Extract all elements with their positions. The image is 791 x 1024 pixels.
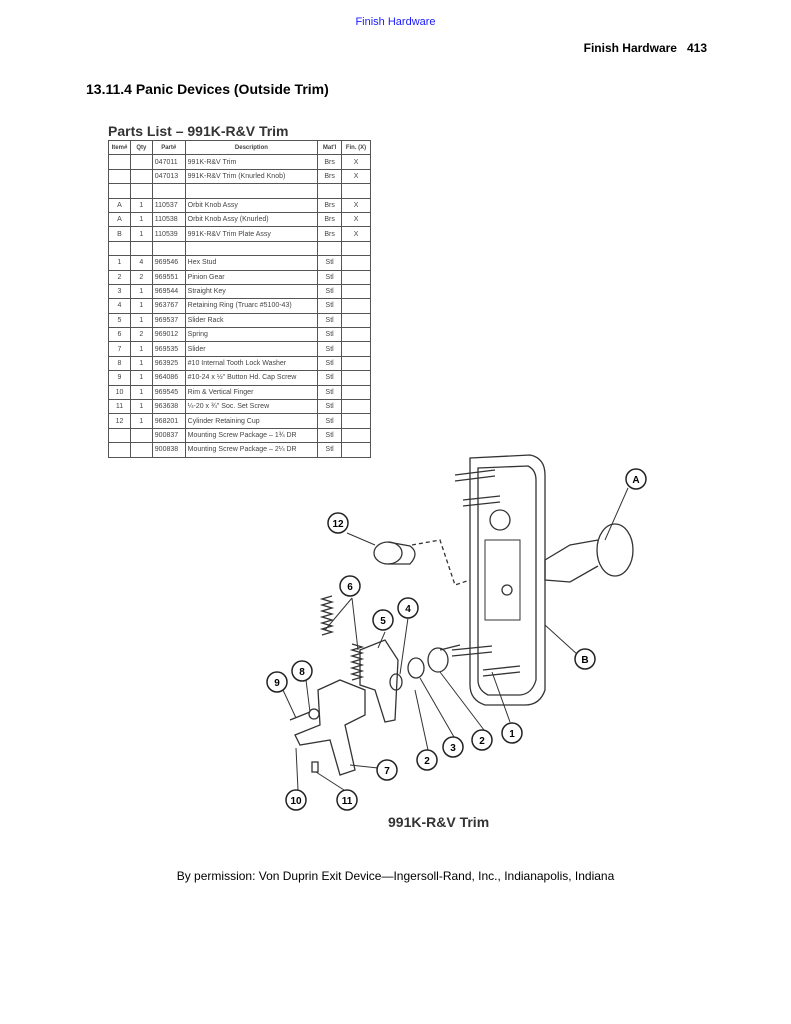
- callout-4: 4: [397, 597, 419, 619]
- callout-A: A: [625, 468, 647, 490]
- running-head-title: Finish Hardware: [583, 41, 677, 55]
- header-link[interactable]: Finish Hardware: [355, 16, 436, 28]
- springs: [319, 595, 365, 681]
- callout-label: A: [632, 475, 639, 486]
- table-cell: 900838: [151, 442, 186, 458]
- page-number: 413: [686, 41, 707, 55]
- diagram-caption: 991K-R&V Trim: [388, 814, 490, 830]
- callout-label: B: [581, 655, 588, 666]
- trim-plate: [469, 454, 546, 706]
- callout-2: 2: [416, 749, 438, 771]
- leader-lines: [282, 487, 629, 791]
- callout-label: 2: [479, 736, 485, 747]
- callout-3: 3: [442, 736, 464, 758]
- parts-list-title: Parts List – 991K-R&V Trim: [108, 123, 289, 139]
- callout-label: 10: [290, 796, 302, 807]
- table-cell: 9: [108, 370, 131, 386]
- callout-label: 7: [384, 766, 390, 777]
- table-row: [108, 240, 371, 257]
- callout-label: 5: [380, 616, 386, 627]
- callout-label: 1: [509, 729, 515, 740]
- callout-2: 2: [471, 729, 493, 751]
- callout-label: 8: [299, 667, 305, 678]
- callout-8: 8: [291, 660, 313, 682]
- callout-10: 10: [285, 789, 307, 811]
- table-cell: 4: [108, 298, 131, 314]
- callout-label: 3: [450, 743, 456, 754]
- table-cell: 5: [108, 312, 131, 329]
- callout-label: 12: [332, 519, 344, 530]
- credit-line: By permission: Von Duprin Exit Device—In…: [176, 869, 615, 883]
- slider-rack: [359, 639, 399, 723]
- callout-label: 11: [342, 796, 353, 807]
- running-head: Finish Hardware 413: [574, 41, 707, 55]
- callout-12: 12: [327, 512, 349, 534]
- callout-11: 11: [336, 789, 358, 811]
- section-title: 13.11.4 Panic Devices (Outside Trim): [86, 81, 329, 97]
- callout-9: 9: [266, 671, 288, 693]
- table-cell: [108, 442, 131, 458]
- hex-studs: [451, 469, 521, 677]
- slider: [294, 679, 366, 776]
- table-cell: [341, 442, 371, 458]
- callout-label: 9: [274, 678, 280, 689]
- callout-1: 1: [501, 722, 523, 744]
- table-cell: 12: [108, 413, 131, 429]
- column-header: Fin. (X): [341, 139, 371, 156]
- callout-B: B: [574, 648, 596, 670]
- knob: [544, 523, 634, 583]
- callout-7: 7: [376, 759, 398, 781]
- table-cell: Mounting Screw Package – 2¼ DR: [184, 442, 319, 458]
- callout-label: 2: [424, 756, 430, 767]
- cylinder-cup: [373, 541, 416, 565]
- callout-label: 6: [347, 582, 353, 593]
- callout-label: 4: [405, 604, 411, 615]
- callout-6: 6: [339, 575, 361, 597]
- callout-5: 5: [372, 609, 394, 631]
